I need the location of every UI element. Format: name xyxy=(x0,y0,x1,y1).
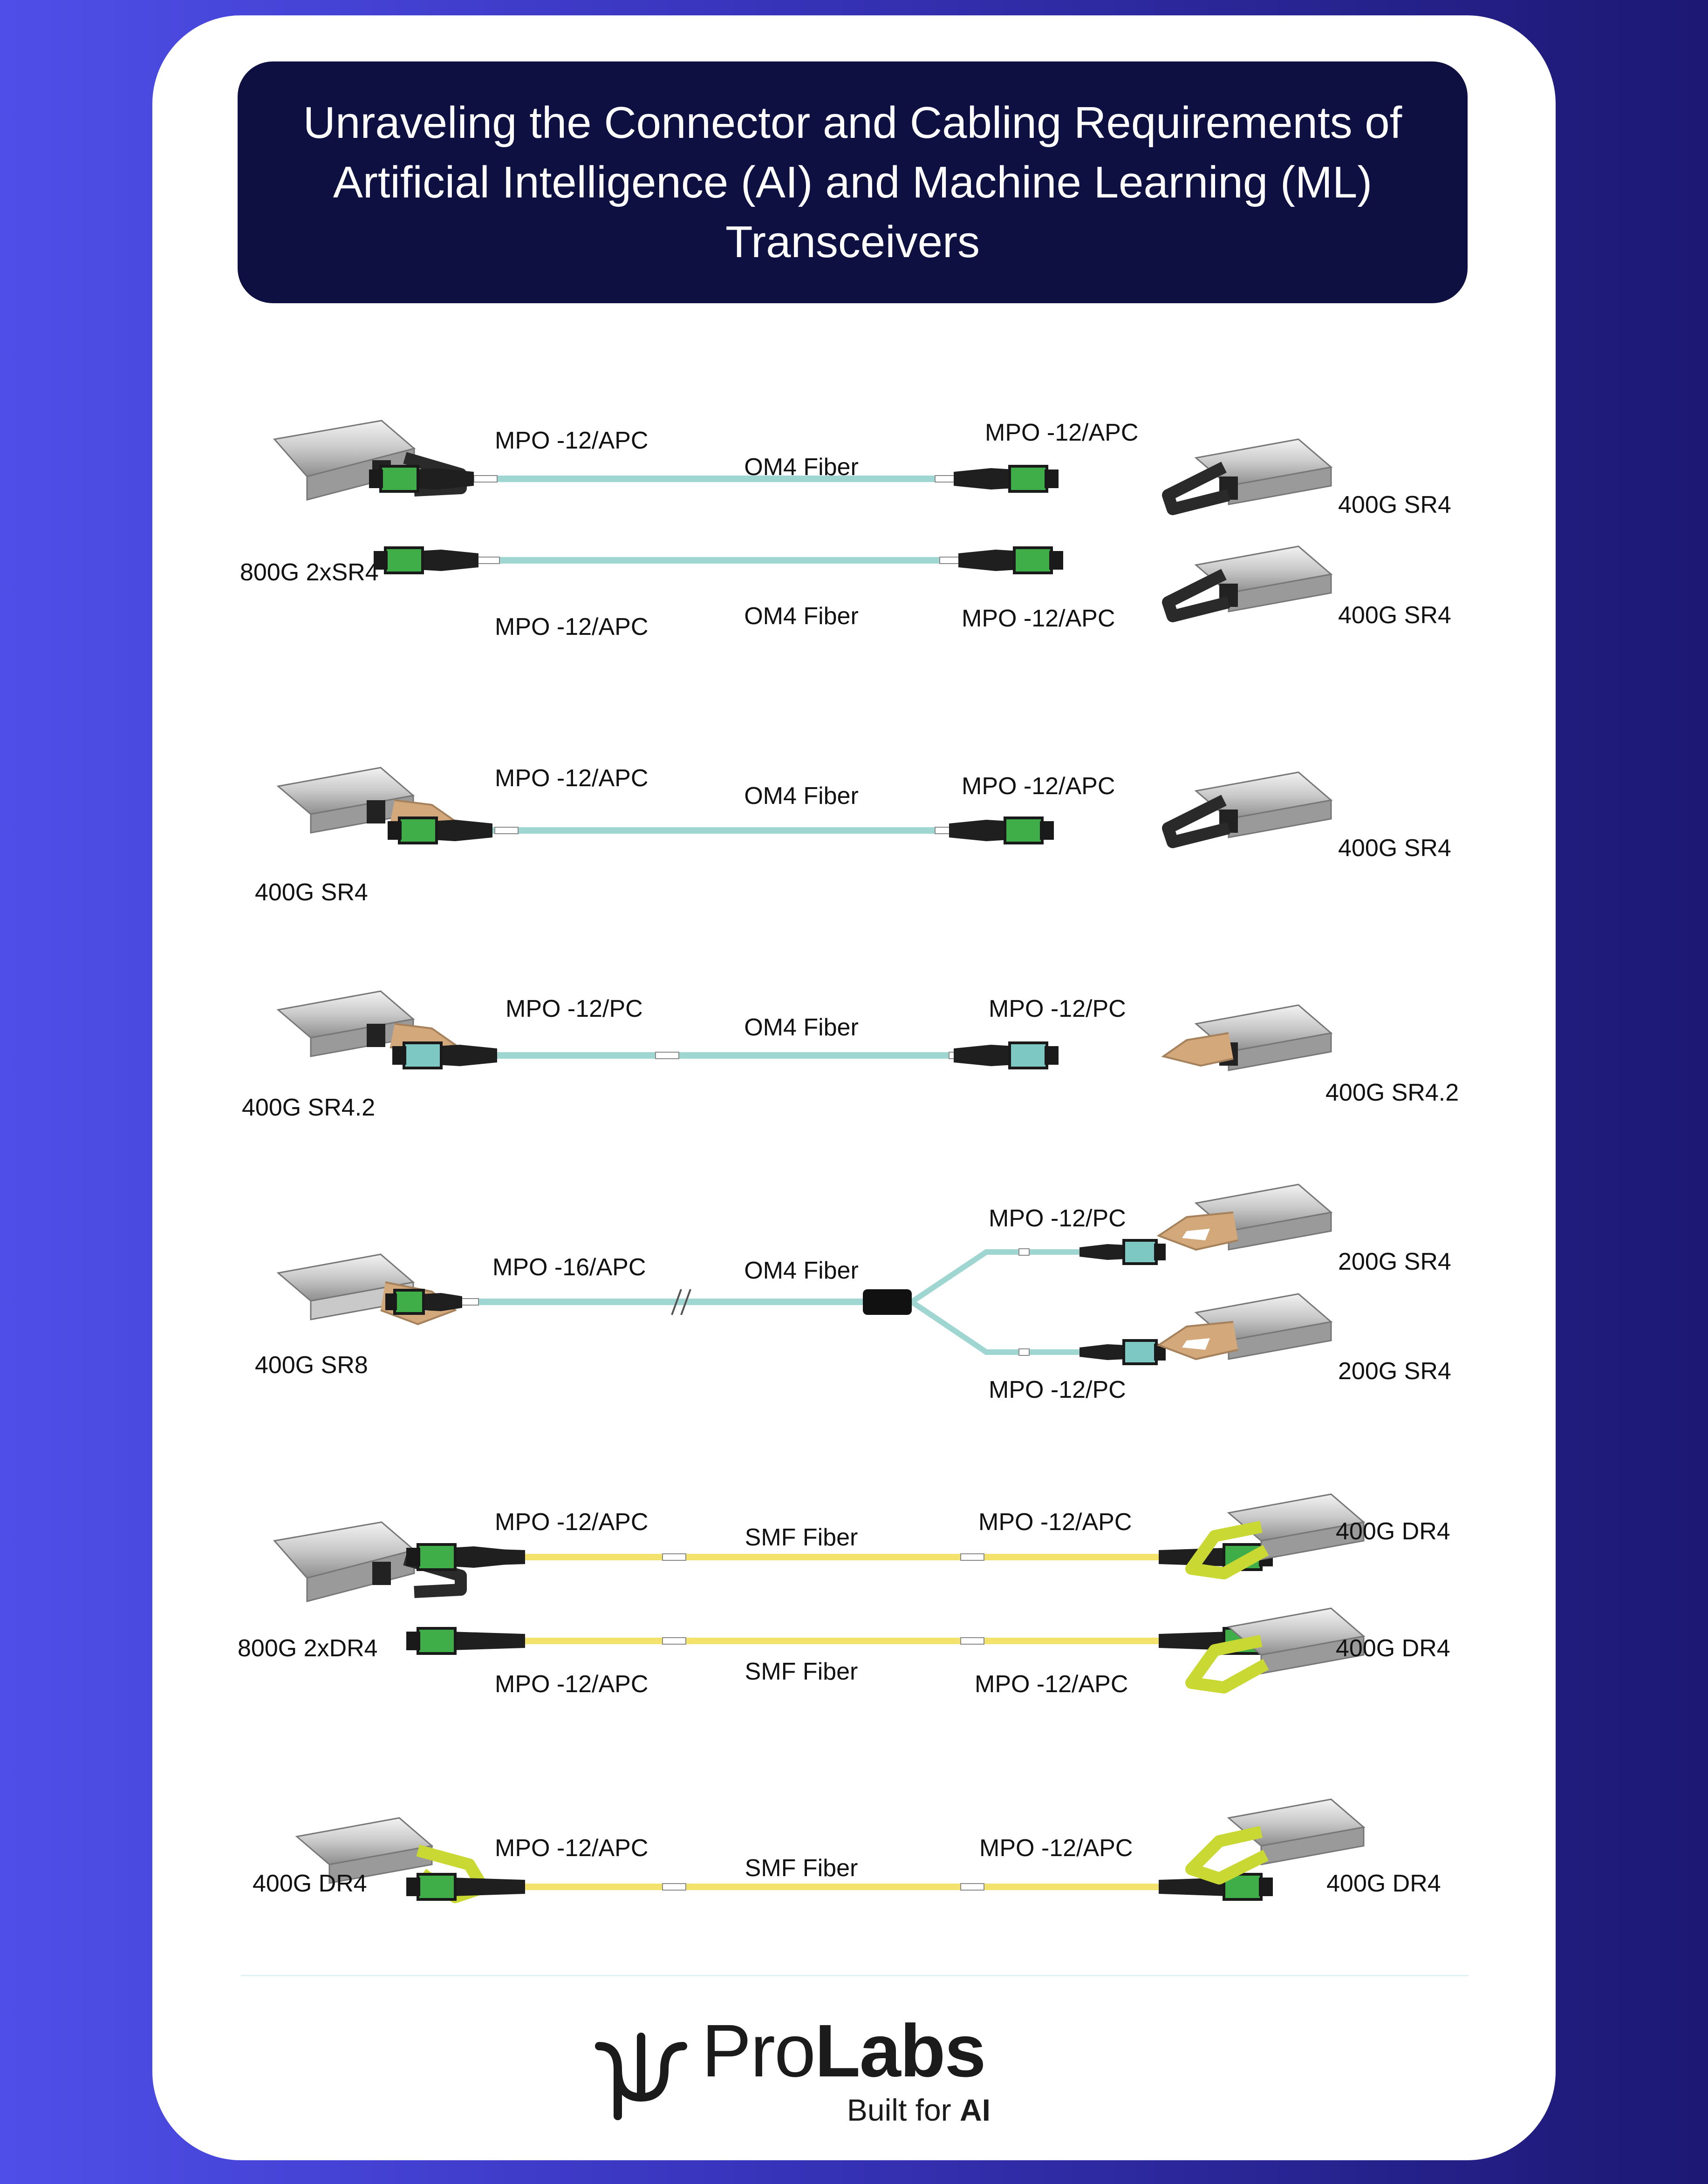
connector-label: MPO -12/APC xyxy=(978,1509,1132,1536)
om4-cable xyxy=(374,546,1063,574)
module-label: 400G DR4 xyxy=(1336,1635,1450,1662)
connectivity-diagram: 800G 2xSR4 MPO -12/APC OM4 Fiber MPO -12… xyxy=(238,419,1459,1903)
brand-name-light: Pro xyxy=(702,2009,816,2092)
row-400g-sr4-2: 400G SR4.2 MPO -12/PC OM4 Fiber MPO -12/… xyxy=(242,990,1459,1121)
connector-label: MPO -12/APC xyxy=(962,773,1115,800)
fiber-label: SMF Fiber xyxy=(745,1855,858,1882)
module-label: 400G DR4 xyxy=(253,1870,367,1897)
divider xyxy=(241,1975,1469,1976)
row-400g-dr4: 400G DR4 MPO -12/APC SMF Fiber MPO -12/A… xyxy=(253,1798,1441,1903)
module-label: 400G SR4 xyxy=(1338,602,1451,629)
smf-cable xyxy=(406,1627,1273,1655)
transceiver-icon xyxy=(1162,545,1333,622)
module-label: 200G SR4 xyxy=(1338,1358,1451,1385)
fiber-label: SMF Fiber xyxy=(745,1658,858,1685)
module-label: 400G SR4 xyxy=(1338,835,1451,862)
module-label: 400G DR4 xyxy=(1326,1870,1441,1897)
fiber-label: OM4 Fiber xyxy=(744,603,859,630)
fiber-label: OM4 Fiber xyxy=(744,1014,859,1041)
module-label: 400G DR4 xyxy=(1336,1518,1450,1545)
connector-label: MPO -12/APC xyxy=(495,1671,648,1698)
transceiver-icon xyxy=(1162,438,1333,515)
transceiver-icon xyxy=(1156,1293,1333,1361)
connector-label: MPO -12/APC xyxy=(495,1509,648,1536)
connector-label: MPO -12/PC xyxy=(989,1376,1126,1403)
module-label: 400G SR8 xyxy=(255,1352,368,1379)
connector-label: MPO -12/APC xyxy=(962,605,1115,632)
transceiver-icon xyxy=(1185,1607,1366,1694)
transceiver-icon xyxy=(1185,1798,1366,1885)
row-400g-sr8: 400G SR8 MPO -16/ xyxy=(255,1184,1451,1403)
connector-label: MPO -12/PC xyxy=(989,995,1126,1022)
smf-cable xyxy=(406,1873,1273,1901)
fiber-label: OM4 Fiber xyxy=(744,1257,859,1284)
om4-cable xyxy=(369,465,1059,493)
title-banner: Unraveling the Connector and Cabling Req… xyxy=(238,61,1468,303)
connector-label: MPO -12/APC xyxy=(495,427,648,454)
connector-label: MPO -16/APC xyxy=(492,1254,646,1281)
transceiver-icon xyxy=(276,1253,457,1326)
om4-cable xyxy=(392,1041,1059,1069)
infographic-card: Unraveling the Connector and Cabling Req… xyxy=(152,15,1556,2160)
connector-label: MPO -12/APC xyxy=(495,1835,648,1862)
module-label: 400G SR4.2 xyxy=(1325,1079,1459,1106)
module-label: 200G SR4 xyxy=(1338,1248,1451,1275)
row-800g-2xsr4: 800G 2xSR4 MPO -12/APC OM4 Fiber MPO -12… xyxy=(240,419,1451,640)
connector-label: MPO -12/APC xyxy=(975,1671,1128,1698)
row-800g-2xdr4: 800G 2xDR4 MPO -12/APC SMF Fiber MPO -12… xyxy=(238,1493,1450,1698)
module-label: 800G 2xSR4 xyxy=(240,559,379,586)
module-label: 400G SR4.2 xyxy=(242,1094,375,1121)
page-title: Unraveling the Connector and Cabling Req… xyxy=(303,97,1402,267)
transceiver-icon xyxy=(1162,771,1333,848)
row-400g-sr4: 400G SR4 MPO -12/APC OM4 Fiber MPO -12/A… xyxy=(255,765,1451,906)
connector-label: MPO -12/APC xyxy=(495,613,648,640)
transceiver-icon xyxy=(1161,1004,1333,1071)
connector-label: MPO -12/APC xyxy=(985,419,1138,446)
om4-cable xyxy=(388,816,1054,844)
om4-breakout-cable xyxy=(385,1239,1166,1365)
module-label: 800G 2xDR4 xyxy=(238,1635,378,1662)
connector-label: MPO -12/APC xyxy=(495,765,648,792)
transceiver-icon xyxy=(276,990,458,1057)
fiber-label: OM4 Fiber xyxy=(744,782,859,810)
brand-name: ProLabs xyxy=(702,2009,986,2093)
connector-label: MPO -12/PC xyxy=(506,995,643,1022)
connector-label: MPO -12/PC xyxy=(989,1205,1126,1232)
transceiver-icon xyxy=(1156,1184,1333,1251)
connector-label: MPO -12/APC xyxy=(979,1835,1133,1862)
fiber-label: OM4 Fiber xyxy=(744,454,859,481)
brand-logo: ProLabs Built for AI xyxy=(590,2009,991,2130)
prolabs-logo-icon xyxy=(595,2033,687,2120)
transceiver-icon xyxy=(1185,1493,1366,1579)
brand-tagline: Built for AI xyxy=(847,2094,991,2126)
brand-name-bold: Labs xyxy=(814,2009,986,2092)
module-label: 400G SR4 xyxy=(255,879,368,906)
module-label: 400G SR4 xyxy=(1338,491,1451,518)
fiber-label: SMF Fiber xyxy=(745,1524,858,1551)
tagline-bold: AI xyxy=(960,2093,991,2127)
tagline-light: Built for xyxy=(847,2093,960,2127)
